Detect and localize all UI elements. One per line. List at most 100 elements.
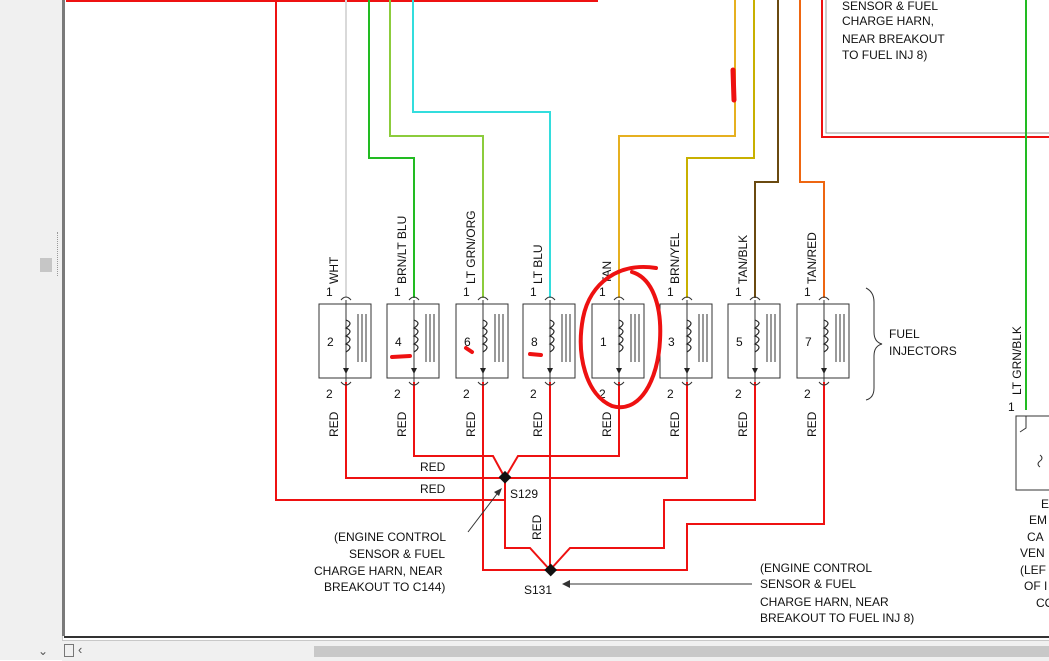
coil-icon [548, 319, 555, 353]
top-note-line: NEAR BREAKOUT [842, 32, 945, 46]
fuel-label: FUEL [889, 327, 920, 341]
pin-number: 2 [667, 387, 674, 401]
splice-s131 [544, 563, 558, 577]
injector-number: 6 [464, 335, 471, 349]
pin-socket-icon [408, 296, 420, 301]
splice-s131-label: S131 [524, 583, 552, 597]
wire-red-inj6 [482, 382, 550, 571]
pin-number: 1 [804, 285, 811, 299]
wire-red-inj3 [505, 382, 688, 479]
wire-brn-lt-blu [368, 0, 415, 298]
wire-label-red: RED [668, 411, 682, 437]
partial-component-symbol [1019, 416, 1027, 433]
wire-red-s129-s131 [504, 478, 551, 571]
pin-number: 2 [599, 387, 606, 401]
pin-socket-icon [340, 296, 352, 301]
coil-icon [685, 319, 692, 353]
horizontal-scroll-thumb[interactable] [314, 646, 1049, 657]
injector-number: 1 [600, 335, 607, 349]
pin-number: 1 [326, 285, 333, 299]
pin-socket-icon [544, 296, 556, 301]
splitter-grip[interactable] [57, 232, 60, 276]
arrow-icon [752, 368, 758, 374]
pin-socket-icon [613, 296, 625, 301]
pin-number: 1 [735, 285, 742, 299]
arrow-icon [343, 368, 349, 374]
pointer-arrowhead [562, 580, 570, 588]
wire-label-red: RED [464, 411, 478, 437]
pin-number: 1 [530, 285, 537, 299]
pin-number: 1 [394, 285, 401, 299]
wire-brn-yel [686, 0, 755, 298]
wire-red-inj7 [550, 382, 825, 571]
pin-number: 2 [326, 387, 333, 401]
wire-label: TAN/RED [805, 232, 819, 284]
wire-label: LT GRN/ORG [464, 210, 478, 284]
wire-tan-blk [754, 0, 779, 298]
wire-red-inj1 [504, 382, 620, 479]
splice-s129 [498, 470, 512, 484]
injector-number: 2 [327, 335, 334, 349]
note-left-line: (ENGINE CONTROL [334, 530, 446, 544]
note-left-line: SENSOR & FUEL [349, 547, 445, 561]
partial-label-line: VEN [1020, 546, 1045, 560]
vertical-scroll-thumb[interactable] [40, 258, 52, 272]
annotation-mark [464, 346, 474, 354]
wire-label-red: RED [327, 411, 341, 437]
wire-label: WHT [327, 256, 341, 284]
wiring-diagram: SENSOR & FUEL CHARGE HARN, NEAR BREAKOUT… [64, 0, 1049, 638]
note-right-line: BREAKOUT TO FUEL INJ 8) [760, 611, 914, 625]
coil-icon [822, 319, 829, 353]
wire-label: TAN/BLK [736, 235, 750, 284]
wire-lt-grn-org [389, 0, 484, 298]
injector-number: 3 [668, 335, 675, 349]
wire-label: BRN/LT BLU [395, 216, 409, 284]
arrow-icon [684, 368, 690, 374]
partial-label-line: CO [1036, 596, 1049, 610]
partial-label-line: OF I [1024, 579, 1047, 593]
pin-socket-icon [408, 381, 420, 386]
note-right-line: SENSOR & FUEL [760, 577, 856, 591]
note-left-line: BREAKOUT TO C144) [324, 580, 445, 594]
horizontal-scrollbar[interactable]: ‹ [62, 640, 1049, 661]
partial-label-line: EM [1029, 513, 1047, 527]
pin-number: 2 [735, 387, 742, 401]
note-right-line: CHARGE HARN, NEAR [760, 595, 889, 609]
connector-box-outline [821, 0, 1049, 138]
pin-number: 1 [667, 285, 674, 299]
wire-tan-red [799, 0, 825, 298]
connector-box-inner [825, 0, 1049, 134]
page-icon [64, 644, 74, 657]
pin-socket-icon [818, 381, 830, 386]
wire-red-inj2 [345, 382, 505, 479]
arrow-icon [480, 368, 486, 374]
injector-brace [865, 287, 883, 401]
pin-socket-icon [613, 381, 625, 386]
chevron-down-icon[interactable]: ⌄ [38, 644, 49, 658]
wire-lt-blu [412, 0, 551, 298]
top-note-line: SENSOR & FUEL [842, 0, 938, 13]
wire-red-inj5 [549, 382, 756, 571]
wire-label-red: RED [805, 411, 819, 437]
annotation-mark [390, 354, 412, 359]
wire-label-red: RED [531, 411, 545, 437]
vertical-scrollbar[interactable]: ⌄ [0, 0, 63, 660]
pin-socket-icon [749, 296, 761, 301]
wire-label-red: RED [420, 460, 446, 474]
wire-label-red: RED [395, 411, 409, 437]
pin-socket-icon [340, 381, 352, 386]
injector-number: 7 [805, 335, 812, 349]
pin-socket-icon [681, 296, 693, 301]
chevron-left-icon[interactable]: ‹ [78, 642, 83, 657]
annotation-circle [578, 265, 663, 410]
top-note-line: CHARGE HARN, [842, 14, 934, 28]
wire-label-red: RED [530, 514, 544, 540]
coil-icon [617, 319, 624, 353]
partial-label-line: E [1041, 497, 1049, 511]
pin-socket-icon [818, 296, 830, 301]
